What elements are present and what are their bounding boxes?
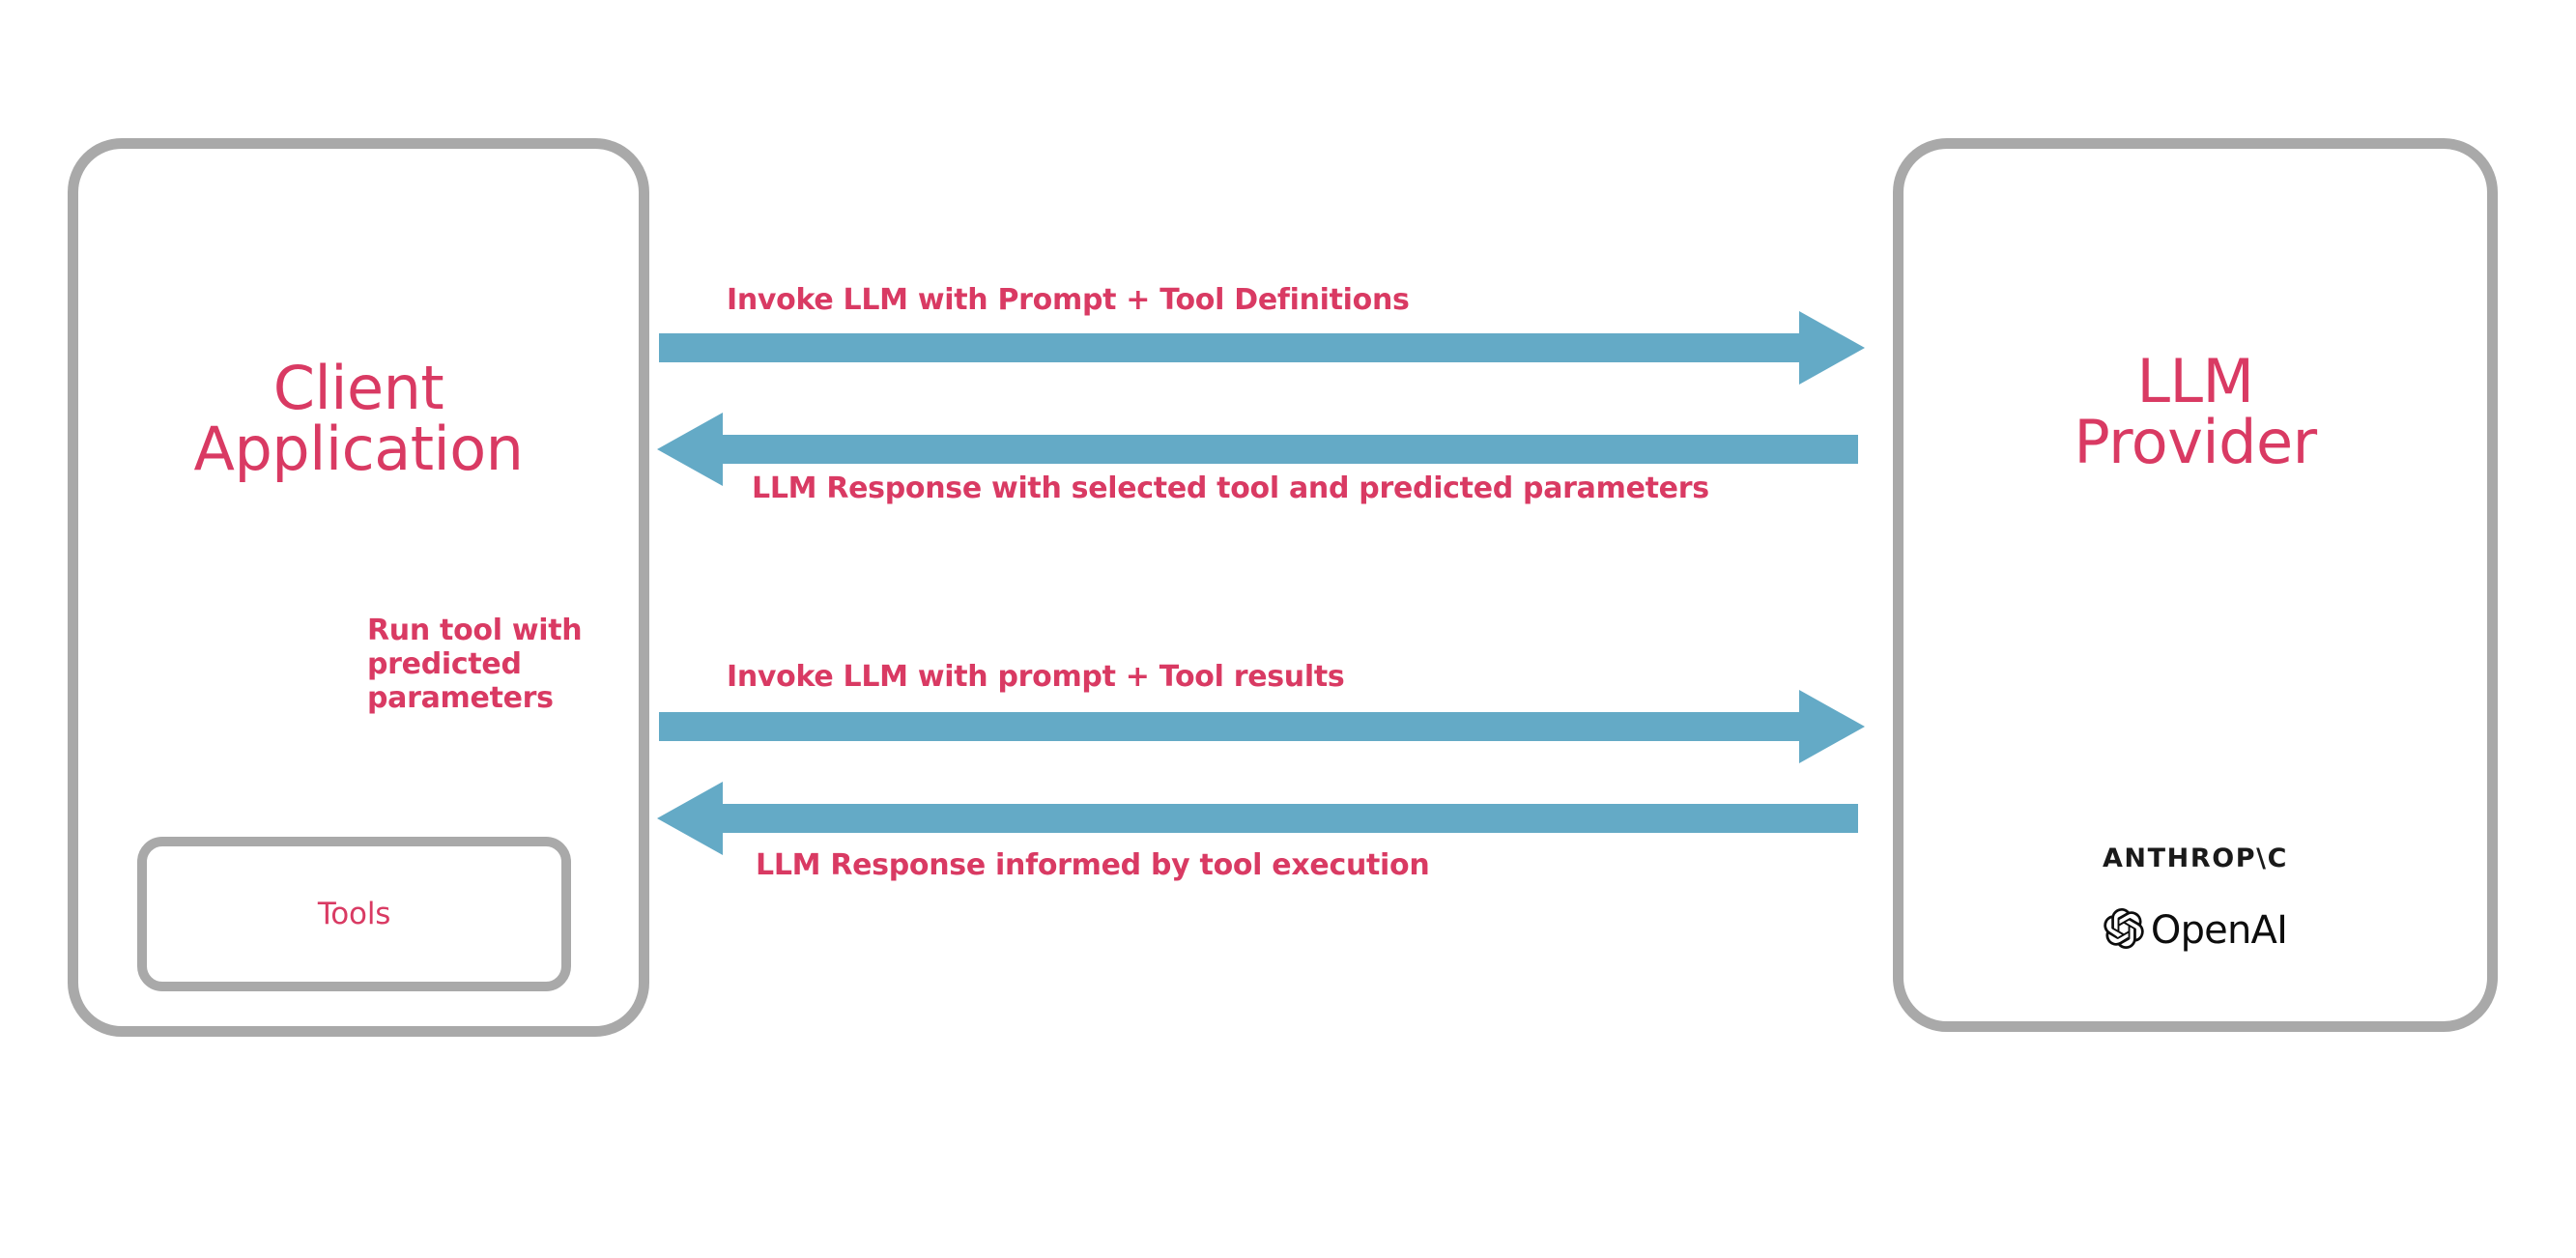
llm-provider-box[interactable] — [1893, 138, 2498, 1032]
arrow-label-invoke-llm-with-prompt-and-tool-definitions: Invoke LLM with Prompt + Tool Definition… — [727, 283, 1410, 317]
openai-knot-icon — [2104, 908, 2144, 953]
llm-provider-title: LLM Provider — [2074, 346, 2317, 478]
openai-logo-text: OpenAI — [2150, 908, 2288, 953]
arrow-invoke-llm-with-prompt-and-tool-definitions — [659, 311, 1865, 385]
arrow-invoke-llm-with-prompt-and-tool-results — [659, 690, 1865, 763]
arrow-llm-response-informed-by-tool-execution — [657, 782, 1858, 855]
arrow-label-invoke-llm-with-prompt-and-tool-results: Invoke LLM with prompt + Tool results — [727, 660, 1345, 694]
openai-logo: OpenAI — [1893, 908, 2498, 953]
arrow-label-llm-response-with-selected-tool: LLM Response with selected tool and pred… — [752, 472, 1709, 505]
anthropic-logo: ANTHROP\C — [2102, 843, 2289, 873]
client-application-title: Client Application — [193, 353, 524, 485]
arrow-llm-response-with-selected-tool — [657, 413, 1858, 486]
arrow-label-run-tool-with-predicted-parameters: Run tool with predicted parameters — [367, 614, 583, 715]
arrow-label-llm-response-informed-by-tool-execution: LLM Response informed by tool execution — [756, 848, 1430, 882]
tools-box[interactable]: Tools — [137, 837, 571, 991]
tools-label: Tools — [317, 897, 391, 931]
